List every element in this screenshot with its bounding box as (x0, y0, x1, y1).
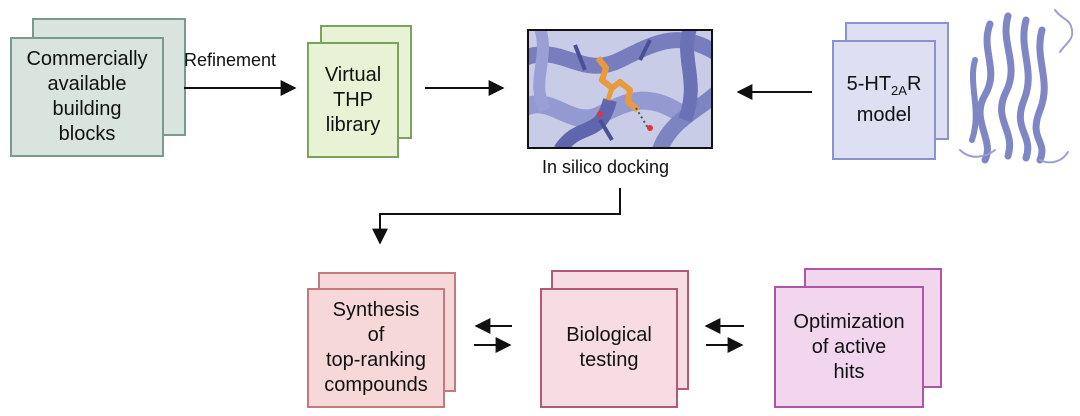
refinement-label: Refinement (184, 50, 277, 70)
optimization-box: Optimization of active hits (774, 286, 924, 408)
docking-helices (528, 30, 712, 148)
synthesis-line-4: compounds (324, 374, 428, 396)
receptor-model-line-2: model (856, 104, 912, 126)
docking-image-frame (527, 29, 713, 149)
receptor-suffix: R (906, 73, 922, 95)
docking-image-background (528, 30, 712, 148)
thp-library-line-2: THP (332, 88, 373, 111)
flow-arrows (184, 80, 812, 353)
docking-to-synthesis-arrow (372, 188, 621, 245)
docking-label: In silico docking (542, 157, 670, 177)
receptor-prefix: 5-HT (846, 73, 892, 95)
receptor-subscript: 2A (891, 83, 907, 98)
optimization-line-1: Optimization (793, 310, 905, 333)
receptor-model-name: 5-HT2AR (847, 72, 922, 103)
docked-ligand (595, 56, 653, 131)
synthesis-line-2: of (367, 324, 385, 346)
protein-structure-icon (959, 9, 1074, 164)
synthesis-box: Synthesis of top-ranking compounds (307, 288, 445, 408)
optimization-line-3: hits (833, 360, 865, 383)
thp-library-line-3: library (325, 113, 381, 136)
synthesis-line-1: Synthesis (332, 299, 420, 321)
building-blocks-line-2: available (47, 73, 127, 95)
testing-box: Biological testing (540, 288, 678, 408)
optimization-line-2: of active (811, 335, 887, 358)
testing-line-1: Biological (566, 324, 652, 346)
thp-library-line-1: Virtual (324, 63, 382, 86)
building-blocks-line-3: building (52, 98, 122, 120)
building-blocks-box: Commercially available building blocks (10, 37, 164, 157)
receptor-model-box: 5-HT2AR model (832, 40, 936, 160)
testing-line-2: testing (579, 349, 639, 371)
building-blocks-line-1: Commercially (26, 48, 148, 70)
thp-library-box: Virtual THP library (307, 42, 399, 158)
synthesis-line-3: top-ranking (325, 349, 427, 371)
building-blocks-line-4: blocks (58, 123, 116, 145)
